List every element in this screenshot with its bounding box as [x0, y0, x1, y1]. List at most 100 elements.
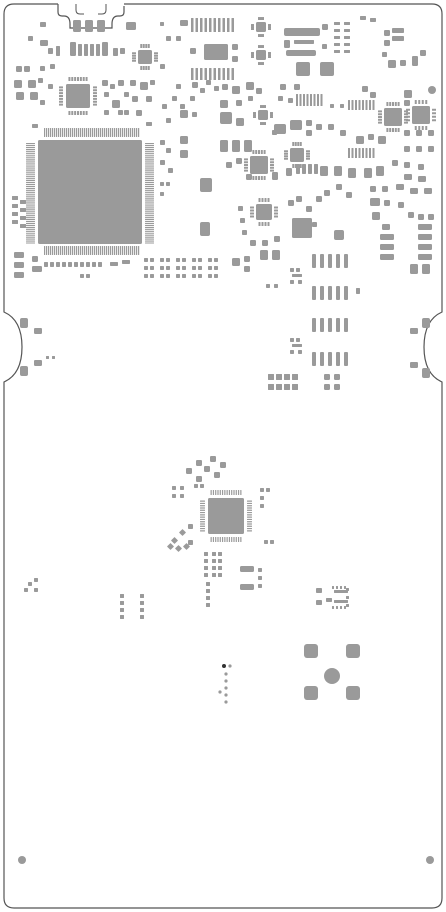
pad: [328, 286, 332, 300]
pad: [198, 266, 202, 270]
ic-u7-pin: [260, 176, 263, 180]
pad: [284, 40, 290, 48]
qfp-pin: [145, 172, 154, 174]
pad: [244, 266, 250, 272]
pad: [212, 573, 216, 577]
header-pin: [195, 18, 198, 32]
pad: [24, 588, 28, 592]
qfp-pin: [138, 128, 140, 137]
header-pin: [313, 94, 316, 106]
qfp-pin: [26, 172, 35, 174]
ic-u10-pin: [264, 198, 267, 202]
header-pin: [303, 94, 305, 106]
qfp-pin: [78, 246, 80, 255]
pad: [236, 158, 242, 164]
ic-u1-pin: [142, 44, 145, 48]
ic-u1-pin: [140, 44, 143, 48]
qfp-pin: [26, 203, 35, 205]
pad: [320, 62, 334, 76]
qfp-pin: [80, 128, 82, 137]
pad: [196, 476, 202, 482]
ic-u6-pin: [306, 155, 310, 158]
ic-u8-pin: [378, 113, 382, 116]
ic-u5-pin: [253, 112, 256, 114]
mounting-hole-pad: [428, 86, 436, 94]
pad-dot: [224, 693, 228, 697]
pad-rotated: [171, 537, 178, 544]
header-pin: [200, 18, 203, 32]
pad: [336, 184, 342, 190]
qfp-pin: [122, 246, 124, 255]
pad: [340, 130, 346, 136]
ic-main-qfn-pin: [200, 505, 205, 507]
ic-u1-pin: [154, 52, 158, 55]
ic-main-qfn-pin: [215, 490, 217, 495]
pad: [320, 286, 324, 300]
pad: [80, 274, 84, 278]
qfp-pin: [145, 230, 154, 232]
qfp-pin: [108, 128, 110, 137]
qfp-pin: [110, 246, 112, 255]
pad: [348, 168, 356, 178]
connector-pad: [73, 20, 81, 32]
pad: [168, 168, 173, 173]
pad: [118, 80, 124, 86]
pad: [410, 264, 418, 274]
ic-main-qfn-pin: [247, 527, 252, 530]
ic-u2-pin: [251, 26, 254, 28]
pad: [122, 260, 130, 264]
qfp-pin: [26, 230, 35, 232]
qfp-pin: [136, 128, 138, 137]
ic-u4-pin: [71, 77, 74, 81]
pad: [370, 92, 376, 98]
ic-main-qfn-pin: [200, 521, 205, 523]
qfp-pin: [145, 207, 154, 209]
header-pin: [369, 148, 371, 158]
pad: [398, 202, 404, 208]
ic-qfp-body: [38, 140, 142, 244]
header-pin: [191, 68, 194, 80]
qfp-pin: [145, 211, 154, 213]
ic-u6-pin: [292, 164, 295, 168]
pad: [272, 130, 277, 135]
pad: [356, 136, 364, 144]
ic-u8-body: [384, 108, 402, 126]
pad: [334, 384, 340, 390]
pad: [344, 29, 350, 32]
pad: [204, 573, 208, 577]
ic-u4-pin: [59, 86, 63, 89]
qfp-pin: [52, 128, 54, 137]
ic-u4-pin: [93, 103, 97, 106]
header-pin: [358, 100, 361, 110]
qfp-pin: [26, 162, 35, 164]
qfp-pin: [130, 246, 132, 255]
ic-u7-body: [250, 156, 268, 174]
qfp-pin: [26, 148, 35, 150]
pad: [190, 48, 196, 54]
pad: [180, 20, 188, 26]
header-pin: [306, 94, 309, 106]
qfp-pin: [68, 128, 70, 137]
ic-u8-pin: [394, 102, 397, 106]
ic-u5-pin: [262, 105, 264, 108]
qfp-pin: [145, 178, 154, 180]
ic-u2-pin: [260, 34, 262, 37]
pad: [372, 212, 380, 220]
ic-main-qfn-pin: [247, 505, 252, 507]
ic-main-qfn-pin: [235, 490, 237, 495]
qfp-pin: [52, 246, 54, 255]
pad: [188, 540, 193, 545]
pad-dot: [228, 664, 232, 668]
ic-u8-pin: [392, 102, 394, 106]
pad: [428, 130, 434, 136]
pad: [180, 104, 185, 109]
pad: [274, 284, 278, 288]
pad: [256, 88, 262, 94]
connector-pad: [286, 50, 316, 56]
qfp-pin: [26, 219, 35, 221]
pad: [306, 120, 312, 126]
ic-main-qfn-pin: [247, 502, 252, 505]
ic-u10-pin: [267, 198, 270, 202]
qfp-pin: [68, 246, 70, 255]
